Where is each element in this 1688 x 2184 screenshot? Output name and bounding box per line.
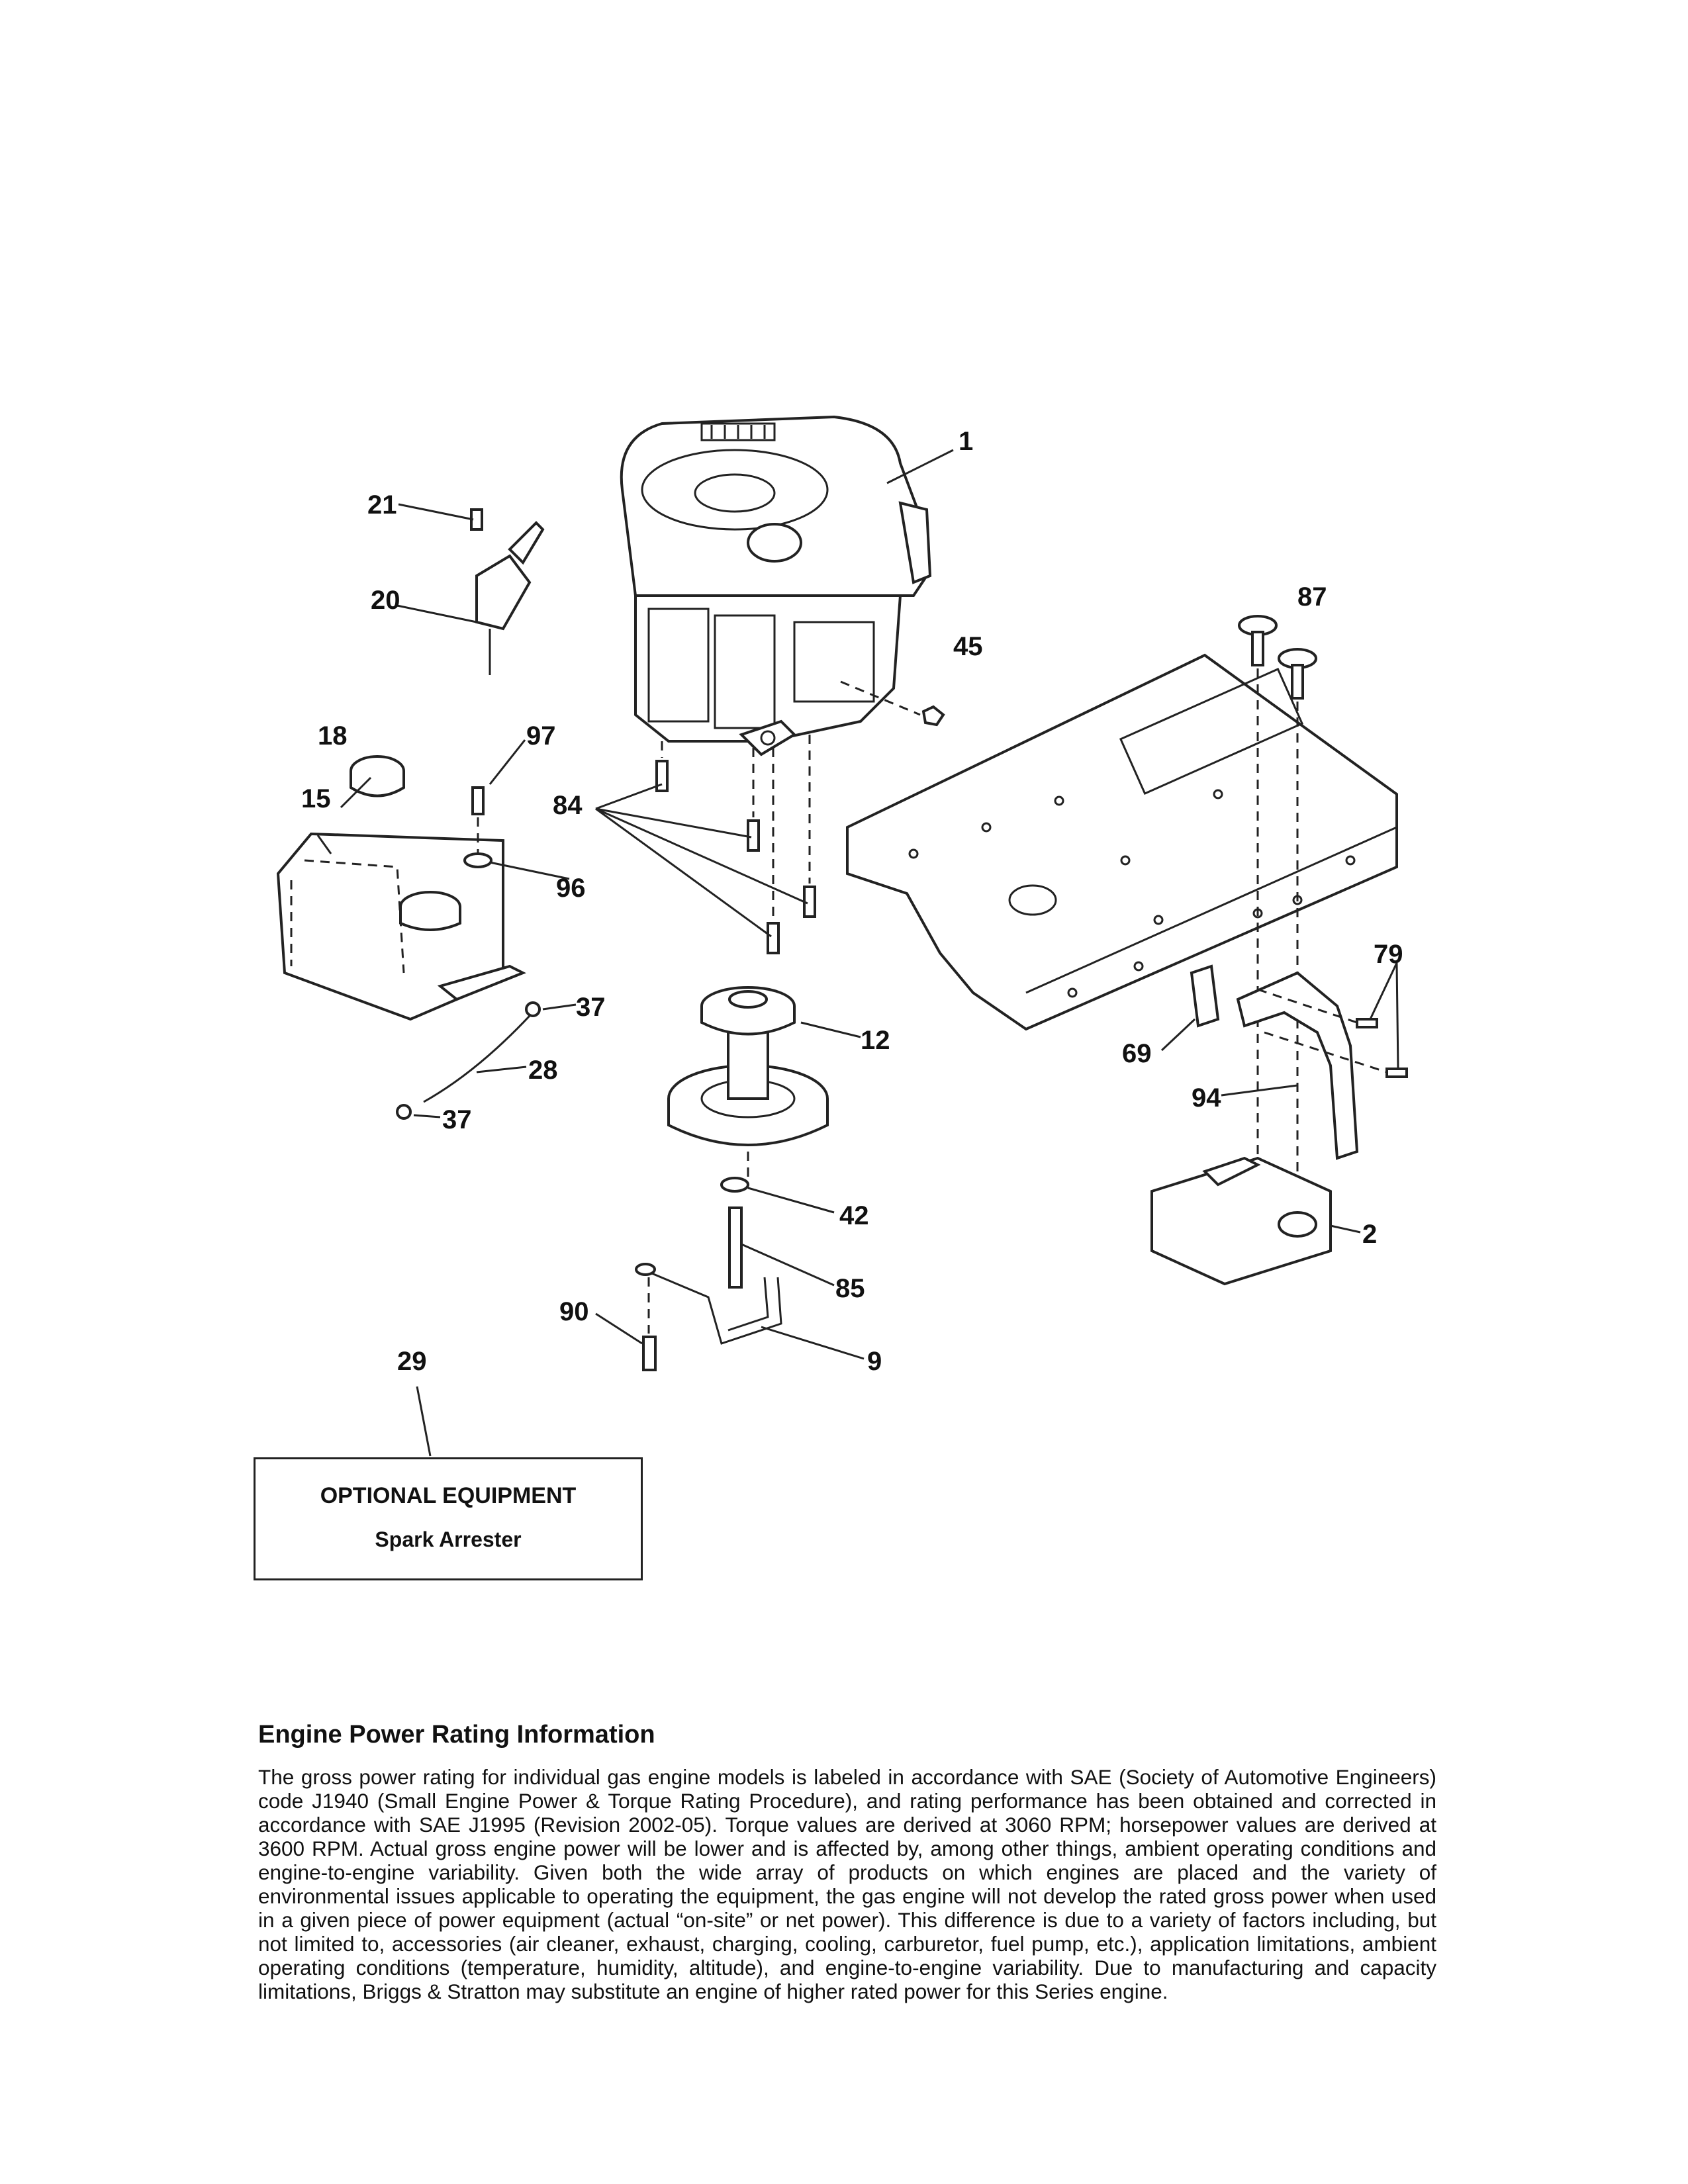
callout: 94: [1192, 1083, 1221, 1113]
callout: 37: [576, 993, 606, 1022]
bolt-84: [747, 819, 760, 852]
throttle-control: [470, 508, 545, 675]
callout: 96: [556, 874, 586, 903]
fuel-cap: [350, 755, 405, 797]
callout: 29: [397, 1347, 427, 1376]
engine-power-info: Engine Power Rating Information The gros…: [258, 1721, 1436, 2003]
callout: 20: [371, 586, 400, 615]
bolt-84: [767, 922, 780, 954]
screw-79: [1385, 1068, 1408, 1078]
bolt-87: [1238, 615, 1278, 666]
hose-clamp: [525, 1001, 541, 1017]
callout: 42: [839, 1201, 869, 1230]
screw-79: [1356, 1018, 1378, 1028]
callout: 2: [1362, 1220, 1377, 1249]
fuel-tank: [276, 832, 526, 1021]
gasket-69: [1190, 964, 1220, 1028]
bolt-84: [655, 760, 669, 792]
callout: 18: [318, 721, 348, 751]
frame-plate: [846, 653, 1398, 1031]
callout: 45: [953, 632, 983, 661]
washer-96: [463, 852, 492, 868]
callout: 12: [861, 1026, 890, 1055]
exhaust-pipe-94: [1236, 971, 1359, 1160]
callout: 97: [526, 721, 556, 751]
bracket-9: [645, 1269, 782, 1345]
callout: 85: [835, 1274, 865, 1303]
bolt-87: [1278, 648, 1317, 700]
bolt-90: [642, 1336, 657, 1371]
nut-45: [921, 705, 945, 727]
callout: 90: [559, 1297, 589, 1326]
callout: 87: [1297, 582, 1327, 612]
washer-42: [720, 1177, 749, 1193]
bolt-97: [471, 786, 485, 815]
fuel-line: [423, 1015, 531, 1103]
engine-pulley: [667, 986, 829, 1146]
optional-equipment-item: Spark Arrester: [375, 1527, 522, 1551]
callout: 1: [959, 427, 973, 456]
hose-clamp: [396, 1104, 412, 1120]
parts-diagram: 1 21 20 45 87 18 97 15 84 96 79 37 12 28…: [276, 415, 1408, 1457]
callout: 69: [1122, 1039, 1152, 1068]
callout: 21: [367, 490, 397, 520]
callout: 28: [528, 1056, 558, 1085]
bolt-85: [728, 1206, 743, 1289]
info-body: The gross power rating for individual ga…: [258, 1765, 1436, 2003]
optional-equipment-box: OPTIONAL EQUIPMENT Spark Arrester: [254, 1457, 643, 1580]
callout: 37: [442, 1105, 472, 1134]
callout: 84: [553, 791, 583, 820]
callout: 9: [867, 1347, 882, 1376]
callout: 15: [301, 784, 331, 813]
muffler: [1150, 1156, 1332, 1286]
optional-equipment-title: OPTIONAL EQUIPMENT: [320, 1483, 577, 1508]
info-heading: Engine Power Rating Information: [258, 1721, 655, 1749]
engine-assembly: [620, 415, 932, 756]
callout: 79: [1374, 940, 1403, 969]
